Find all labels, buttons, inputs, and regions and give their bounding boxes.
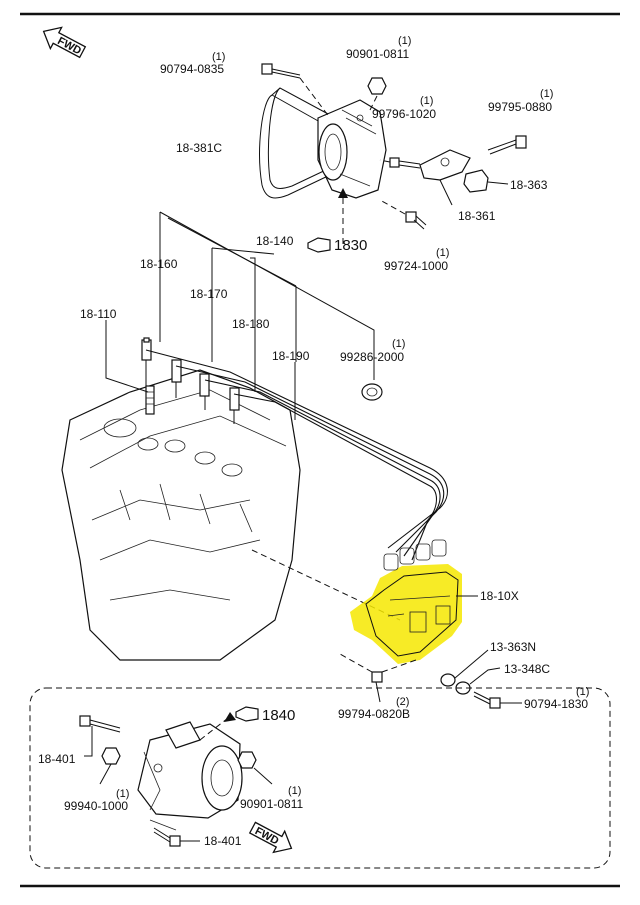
label-p16: 18-10X [480, 589, 519, 603]
label-p5: 18-381C [176, 141, 222, 155]
bolt-90794-0835 [261, 63, 331, 119]
ignition-leads [105, 211, 448, 561]
nut-90901-0811-starter [237, 751, 273, 785]
ignition-coil-18-10X [339, 539, 522, 709]
label-p10: 18-160 [140, 257, 178, 271]
bushing-18-363 [463, 169, 509, 193]
bracket-18-361 [419, 149, 471, 206]
fwd-label-bottom: FWD [253, 825, 281, 847]
qty-p2: (1) [398, 35, 411, 47]
alternator-assembly [259, 63, 527, 248]
qty-p19: (1) [576, 686, 589, 698]
nut-90901-0811-top [367, 77, 387, 111]
capacitor-13-363N [440, 649, 489, 687]
label-p3: 99796-1020 [372, 107, 436, 121]
starter-motor [137, 721, 243, 831]
label-p21: 18-401 [38, 752, 76, 766]
label-p17: 13-363N [490, 640, 536, 654]
fwd-arrow-bottom: FWD [248, 821, 293, 854]
label-p20: 99794-0820B [338, 707, 410, 721]
label-p14: 99286-2000 [340, 350, 404, 364]
label-p1: 90794-0835 [160, 62, 224, 76]
ref-label-1830: 1830 [334, 237, 367, 254]
qty-p4: (1) [540, 88, 553, 100]
nut-99940-1000 [99, 747, 121, 785]
label-p6: 18-363 [510, 178, 548, 192]
label-p22: 99940-1000 [64, 799, 128, 813]
bolt-99794-0820B [339, 653, 417, 703]
qty-p1: (1) [212, 51, 225, 63]
label-p8: 18-140 [256, 234, 294, 248]
label-p23: 90901-0811 [240, 797, 303, 811]
label-p24: 18-401 [204, 834, 242, 848]
clip-99286-2000 [361, 383, 383, 401]
label-p18: 13-348C [504, 662, 550, 676]
starter-inset: FWD [29, 687, 611, 869]
spark-plug [145, 385, 155, 415]
label-p4: 99795-0880 [488, 100, 552, 114]
ref-1830: 1830 [307, 237, 367, 254]
fwd-arrow-top: FWD [42, 26, 87, 59]
bolt-90794-1830 [473, 691, 522, 709]
bolt-99796-1020 [379, 157, 421, 169]
qty-p20: (2) [396, 696, 409, 708]
qty-p23: (1) [288, 785, 301, 797]
qty-p22: (1) [116, 788, 129, 800]
label-p15: 18-190 [272, 349, 310, 363]
ref-label-1840: 1840 [262, 707, 295, 724]
label-p11: 18-170 [190, 287, 228, 301]
bolt-99795-0880 [487, 135, 527, 155]
part-labels: (1) 90794-0835 (1) 90901-0811 (1) 99796-… [38, 35, 589, 848]
engine-block [61, 369, 401, 661]
label-p2: 90901-0811 [346, 47, 409, 61]
bolt-18-401-top [79, 715, 121, 757]
fwd-label-top: FWD [55, 35, 83, 57]
label-p19: 90794-1830 [524, 697, 588, 711]
ref-1840: 1840 [235, 706, 295, 724]
label-p7: 18-361 [458, 209, 496, 223]
qty-p9: (1) [436, 247, 449, 259]
bolt-99724-1000 [379, 199, 427, 230]
qty-p3: (1) [420, 95, 433, 107]
label-p13: 18-180 [232, 317, 270, 331]
qty-p14: (1) [392, 338, 405, 350]
label-p9: 99724-1000 [384, 259, 448, 273]
label-p12: 18-110 [80, 307, 117, 321]
bolt-18-401-bottom [153, 827, 200, 847]
